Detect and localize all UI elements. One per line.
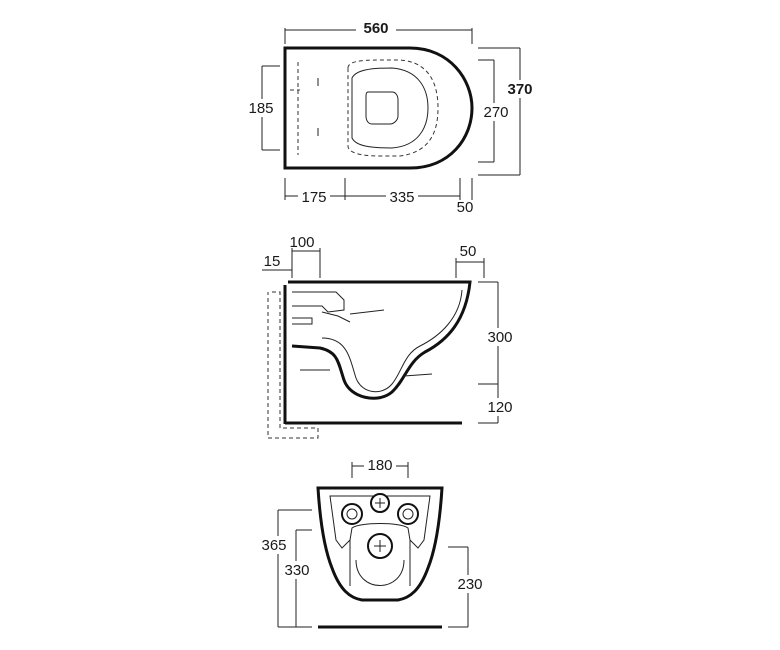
dim-300-120: 300 120: [478, 281, 516, 424]
dim-270: 270: [478, 59, 512, 163]
top-view-seat: [347, 59, 439, 157]
label-185: 185: [248, 100, 273, 117]
front-view-bolt-right: [397, 503, 419, 525]
label-50-side: 50: [460, 243, 477, 260]
label-300: 300: [487, 329, 512, 346]
label-370: 370: [507, 81, 532, 98]
side-view-inlet: [292, 291, 345, 313]
front-view-outline: [316, 486, 444, 602]
front-view-outlet: [349, 540, 411, 586]
label-180: 180: [367, 457, 392, 474]
side-view: 100 15 50 300 120: [262, 234, 516, 439]
front-view-recess: [329, 495, 431, 549]
side-view-trap: [321, 289, 463, 393]
front-view: 180 365 330 230: [258, 456, 486, 629]
label-330: 330: [284, 562, 309, 579]
dim-370: 370: [478, 47, 538, 176]
top-view-bowl: [351, 67, 429, 149]
dim-100: 100: [289, 234, 321, 278]
dim-560: 560: [284, 19, 473, 44]
label-50-top: 50: [457, 199, 474, 216]
label-335: 335: [389, 189, 414, 206]
dim-bottom-row: 175 335 50: [284, 178, 474, 216]
top-view-outline: [283, 46, 474, 170]
label-120: 120: [487, 399, 512, 416]
side-view-bowl: [288, 280, 472, 400]
side-view-frame: [267, 291, 319, 439]
label-15: 15: [264, 253, 281, 270]
dim-15: 15: [262, 253, 292, 271]
label-560: 560: [363, 20, 388, 37]
label-175: 175: [301, 189, 326, 206]
dim-230: 230: [448, 546, 486, 628]
label-270: 270: [483, 104, 508, 121]
dim-180: 180: [351, 456, 409, 478]
top-view: 560 370 270 185: [244, 19, 538, 216]
label-230: 230: [457, 576, 482, 593]
dim-50-side: 50: [455, 243, 485, 278]
top-view-drain: [365, 91, 399, 125]
label-100: 100: [289, 234, 314, 251]
dim-185: 185: [244, 65, 280, 151]
label-365: 365: [261, 537, 286, 554]
front-view-bolt-left: [341, 503, 363, 525]
dim-365-330: 365 330: [258, 509, 316, 628]
